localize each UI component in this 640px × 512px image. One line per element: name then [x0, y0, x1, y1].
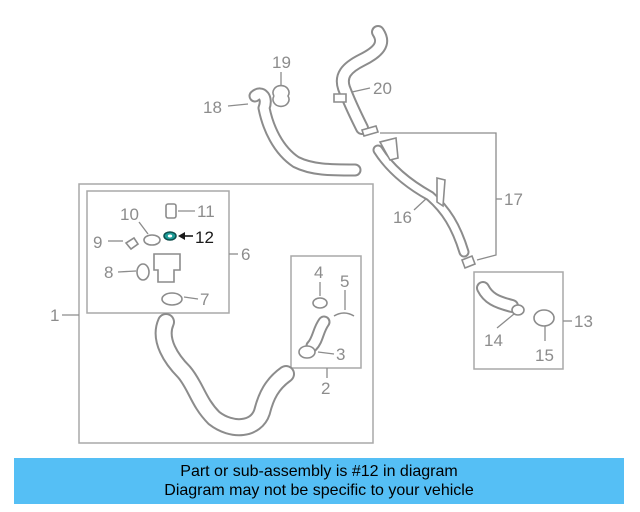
housing-6 [153, 253, 181, 283]
callout-9: 9 [93, 233, 102, 252]
callout-16: 16 [393, 208, 412, 227]
clip-17 [360, 125, 380, 137]
callout-4: 4 [314, 263, 323, 282]
clamp-3 [298, 345, 316, 359]
ring-10 [143, 234, 161, 246]
hose-parts [154, 25, 519, 437]
callout-20: 20 [373, 79, 392, 98]
callout-19: 19 [272, 53, 291, 72]
clip-9 [124, 236, 140, 251]
box-assembly-1 [78, 183, 374, 444]
clip-5 [333, 312, 355, 317]
box-assembly-6 [86, 190, 230, 314]
seal-8 [136, 263, 150, 281]
arrow-12 [178, 232, 193, 240]
clamp-19 [272, 84, 290, 108]
callout-7: 7 [200, 290, 209, 309]
connector-11 [165, 203, 177, 219]
callout-14: 14 [484, 331, 503, 350]
small-parts [124, 84, 555, 359]
banner-line-disclaimer: Diagram may not be specific to your vehi… [164, 482, 474, 499]
info-banner: Part or sub-assembly is #12 in diagram D… [14, 458, 624, 504]
callout-8: 8 [104, 263, 113, 282]
callout-18: 18 [203, 98, 222, 117]
callout-5: 5 [340, 272, 349, 291]
leader-lines [62, 72, 572, 378]
parts-diagram: 1 2 3 4 5 6 7 8 9 10 11 12 13 14 15 16 1… [50, 25, 593, 444]
fitting-15 [533, 309, 555, 327]
callout-2: 2 [321, 379, 330, 398]
callout-17: 17 [504, 190, 523, 209]
callout-1: 1 [50, 306, 59, 325]
callout-12: 12 [195, 228, 214, 247]
banner-line-part: Part or sub-assembly is #12 in diagram [180, 463, 458, 480]
group-boxes [78, 183, 564, 444]
clamp-14 [511, 304, 525, 316]
callout-15: 15 [535, 346, 554, 365]
clamp-20 [333, 93, 347, 103]
callout-6: 6 [241, 245, 250, 264]
box-assembly-2 [290, 255, 362, 369]
callout-10: 10 [120, 205, 139, 224]
callout-3: 3 [336, 345, 345, 364]
clip-lower-16 [460, 254, 477, 270]
callout-11: 11 [197, 202, 215, 221]
bracket-upper-16 [378, 136, 399, 161]
callout-labels: 1 2 3 4 5 6 7 8 9 10 11 12 13 14 15 16 1… [50, 53, 593, 398]
clamp-7 [161, 292, 183, 306]
gasket-4 [312, 297, 328, 309]
callout-13: 13 [574, 312, 593, 331]
bracket-16 [436, 176, 446, 208]
